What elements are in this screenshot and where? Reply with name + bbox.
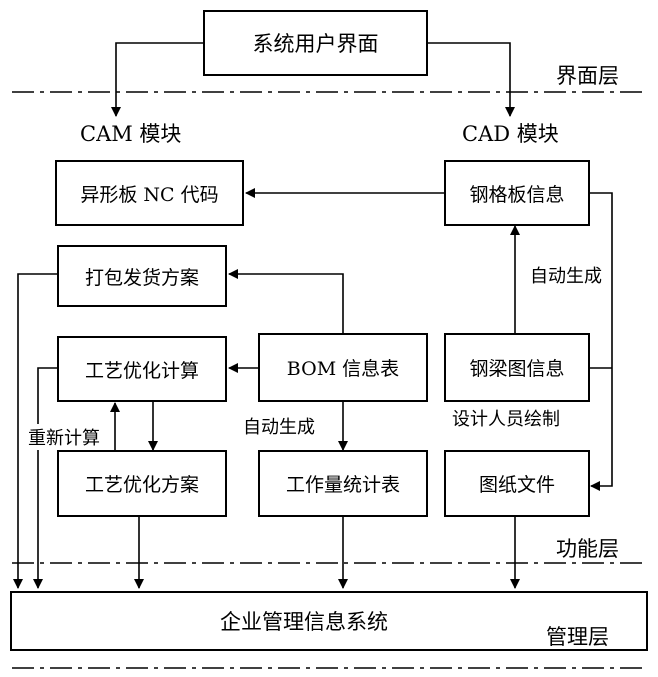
- steel-beam-info-box: 钢梁图信息: [444, 333, 590, 402]
- arrow-packing-to-mis: [13, 273, 57, 589]
- drawing-file-box: 图纸文件: [444, 450, 590, 517]
- arrow-ui-to-cad: [428, 42, 515, 117]
- process-plan-box: 工艺优化方案: [57, 450, 227, 517]
- nc-code-box: 异形板 NC 代码: [55, 160, 244, 226]
- interface-layer-label: 界面层: [556, 64, 619, 88]
- cad-module-label: CAD 模块: [462, 122, 559, 146]
- auto-gen-label-center: 自动生成: [243, 417, 315, 438]
- management-layer-label: 管理层: [546, 625, 609, 649]
- workload-table-box: 工作量统计表: [258, 450, 428, 517]
- packing-plan-box: 打包发货方案: [57, 245, 227, 307]
- arrow-ui-to-cam: [111, 42, 203, 117]
- auto-gen-label-right: 自动生成: [530, 266, 602, 287]
- cam-module-label: CAM 模块: [80, 122, 182, 146]
- arrow-plate-to-drawing: [590, 192, 613, 491]
- enterprise-mis-box: 企业管理信息系统: [10, 591, 648, 651]
- steel-plate-info-box: 钢格板信息: [444, 160, 590, 226]
- bom-table-box: BOM 信息表: [258, 333, 428, 402]
- system-ui-box: 系统用户界面: [203, 10, 428, 76]
- recalc-label: 重新计算: [28, 424, 100, 450]
- arrow-bom-to-packing: [228, 269, 344, 333]
- designer-draw-label: 设计人员绘制: [452, 409, 560, 430]
- function-layer-label: 功能层: [556, 537, 619, 561]
- process-calc-box: 工艺优化计算: [57, 336, 227, 402]
- arrow-calc-to-mis: [33, 367, 57, 589]
